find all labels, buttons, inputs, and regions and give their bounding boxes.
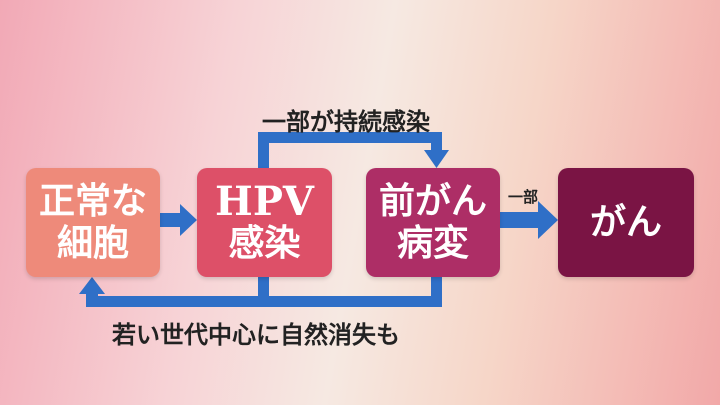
box-precancer: 前がん病変 [366,168,500,277]
box-text: 細胞 [56,222,129,264]
box-cancer: がん [558,168,694,277]
arrow-precancer-to-cancer [500,212,540,228]
label-partial: 一部 [508,188,539,206]
arrowhead [79,277,105,294]
arrowhead [180,204,197,236]
box-text: 前がん [378,180,487,222]
label-persistent-infection: 一部が持続感染 [262,108,430,136]
arrow-normal-to-hpv [160,213,182,227]
label-natural-regression: 若い世代中心に自然消失も [112,321,400,349]
box-normal-cell: 正常な細胞 [26,168,160,277]
arrow-persistent-up [258,132,269,168]
box-text: 正常な [38,180,147,222]
box-text: がん [589,201,662,243]
box-text: HPV [215,177,314,225]
arrowhead [538,201,558,239]
box-text: 感染 [228,222,301,264]
arrow-regression [258,277,269,307]
arrowhead [424,150,449,168]
box-text: 病変 [396,222,469,264]
